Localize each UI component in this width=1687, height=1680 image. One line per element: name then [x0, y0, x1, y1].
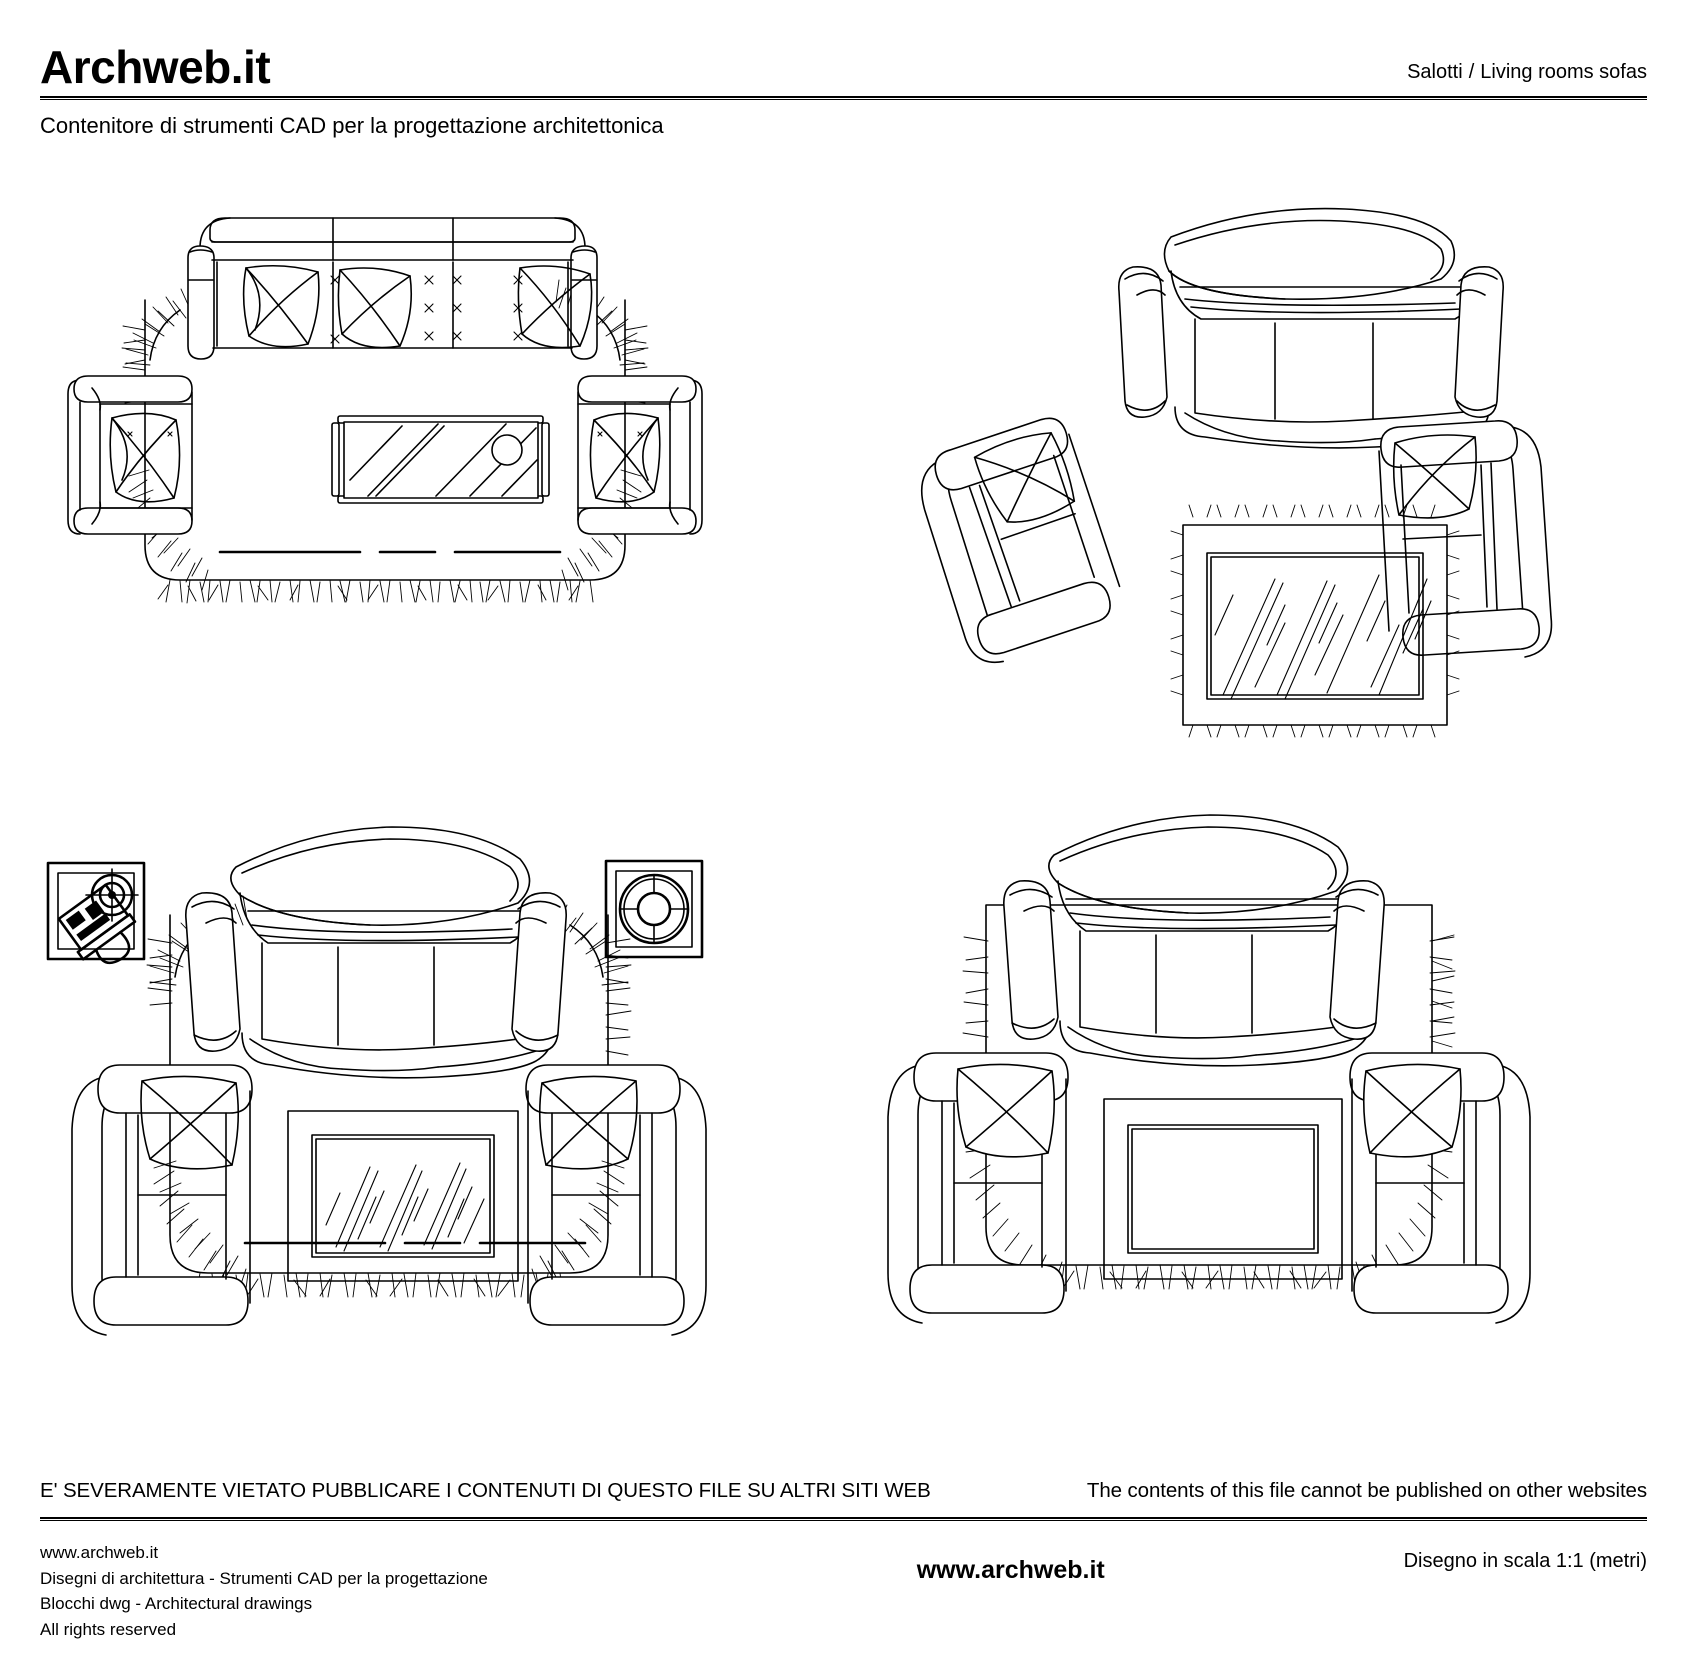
sheet-category: Salotti/Living rooms sofas [1407, 61, 1647, 90]
side-table-round [604, 859, 704, 959]
coffee-table [1103, 1098, 1343, 1280]
footer-divider [40, 1517, 1647, 1522]
drawing-living-room-2 [875, 175, 1565, 738]
drawing-living-room-3 [40, 795, 760, 1355]
sofa-pillow [337, 267, 413, 349]
footer-scale-note: Disegno in scala 1:1 (metri) [1403, 1550, 1647, 1572]
armchair-left [71, 1064, 253, 1336]
telephone-icon [57, 883, 137, 965]
footer-credit-line: www.archweb.it [40, 1543, 159, 1562]
header-divider [40, 96, 1647, 101]
armchair-left-angled [921, 417, 1121, 664]
sofa-curved [1117, 207, 1505, 449]
stitch-marks [330, 275, 523, 344]
coffee-table [287, 1110, 519, 1282]
sofa-three-seat [187, 217, 598, 360]
armchair-pillow [109, 412, 181, 503]
copyright-notice: E' SEVERAMENTE VIETATO PUBBLICARE I CONT… [40, 1479, 1647, 1503]
footer-credits: www.archweb.it Disegni di architettura -… [40, 1540, 488, 1642]
brand-logo: Archweb.it [40, 41, 271, 93]
sofa-curved [185, 826, 567, 1079]
sheet-subtitle: Contenitore di strumenti CAD per la prog… [40, 113, 664, 138]
armchair-left [887, 1052, 1069, 1324]
sofa-curved [1003, 814, 1385, 1067]
footer-website-url[interactable]: www.archweb.it [916, 1556, 1105, 1584]
sheet-footer: E' SEVERAMENTE VIETATO PUBBLICARE I CONT… [40, 1479, 1647, 1642]
category-separator: / [1468, 61, 1475, 83]
footer-credit-line: All rights reserved [40, 1619, 177, 1639]
armchair-right [525, 1064, 707, 1336]
sofa-pillow [242, 264, 320, 348]
coffee-table-rectangular [331, 415, 550, 504]
drawing-living-room-1 [50, 180, 730, 630]
armchair-right [577, 375, 703, 535]
footer-credit-line: Blocchi dwg - Architectural drawings [40, 1594, 313, 1613]
sheet-header: Archweb.it Salotti/Living rooms sofas Co… [40, 28, 1647, 138]
category-english: Living rooms sofas [1480, 61, 1647, 83]
footer-credit-line: Disegni di architettura - Strumenti CAD … [40, 1568, 488, 1588]
sofa-pillow [517, 265, 593, 349]
notice-italian: E' SEVERAMENTE VIETATO PUBBLICARE I CONT… [40, 1479, 931, 1502]
armchair-left [67, 375, 193, 535]
category-italian: Salotti [1407, 61, 1463, 83]
side-table-with-phone [46, 861, 146, 965]
drawings-area [40, 170, 1647, 1420]
armchair-pillow [589, 412, 661, 503]
notice-english: The contents of this file cannot be publ… [1086, 1479, 1647, 1502]
rug-rectangular-fringed [1170, 504, 1460, 738]
armchair-right [1378, 420, 1553, 658]
armchair-right [1349, 1052, 1531, 1324]
drawing-living-room-4 [860, 785, 1580, 1345]
